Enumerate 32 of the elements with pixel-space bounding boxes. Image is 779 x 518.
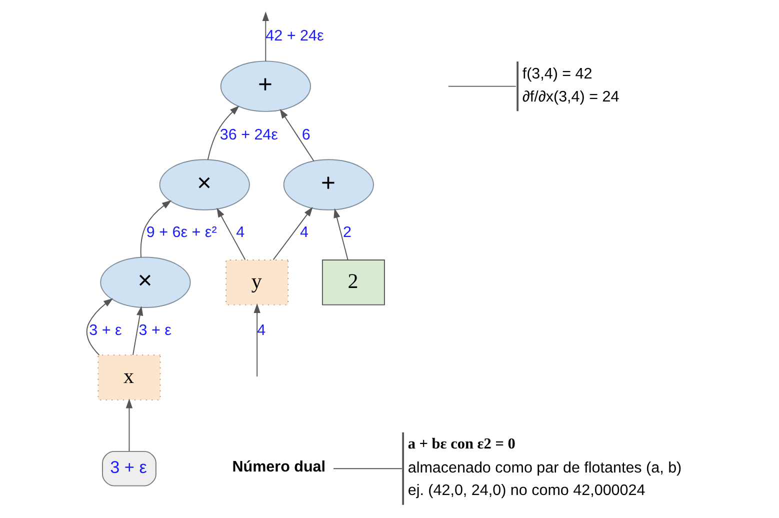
arrow	[132, 306, 144, 356]
node-box: 3 + ε	[102, 450, 156, 486]
node-text: a + bε con ε2 = 0 almacenado como par de flotantes (a, b) ej. (42,0, 24,0) no como 42,000024	[408, 435, 682, 500]
edge-label: 2	[342, 224, 352, 242]
node-box: x	[98, 354, 161, 400]
arrow	[216, 208, 246, 260]
edge-label: 6	[302, 126, 310, 144]
node-ellipse: +	[283, 159, 374, 210]
node-ellipse: +	[220, 60, 311, 112]
edge-label: 9 + 6ε + ε²	[146, 224, 217, 242]
node-text: f(3,4) = 42 ∂f/∂x(3,4) = 24	[522, 66, 620, 106]
edge-label: 4	[257, 322, 266, 339]
connector	[333, 468, 402, 470]
edge-label: 3 + ε	[89, 322, 122, 339]
arrow	[280, 108, 314, 162]
arrow	[254, 303, 260, 377]
edge-label: 4	[236, 224, 245, 242]
arrow	[140, 200, 172, 258]
connector	[448, 86, 516, 87]
edge-label: 42 + 24ε	[266, 27, 324, 44]
node-box: 2	[322, 260, 385, 306]
node-box: y	[226, 260, 289, 306]
edge-label: 3 + ε	[138, 322, 172, 339]
arrow	[262, 12, 270, 62]
arrow	[86, 298, 114, 356]
node-text: Número dual	[232, 458, 326, 476]
arrow	[126, 398, 133, 452]
edge-label: 36 + 24ε	[220, 126, 278, 144]
arrow	[334, 208, 348, 260]
arrow	[272, 206, 313, 260]
edge-label: 4	[300, 224, 308, 242]
arrow	[207, 106, 240, 160]
